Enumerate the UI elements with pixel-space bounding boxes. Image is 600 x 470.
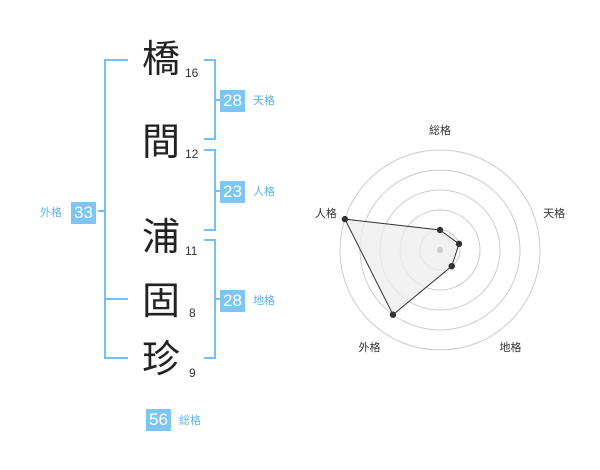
jinkaku-tick: [215, 190, 220, 192]
stroke-count-3: 11: [185, 244, 198, 258]
radar-axis-label-1: 天格: [543, 206, 565, 220]
soukaku-label: 総格: [179, 414, 201, 427]
radar-point-2: [448, 262, 455, 270]
radar-grid-ring-5: [339, 149, 541, 351]
radar-point-3: [389, 311, 397, 318]
name-char-5: 珍: [142, 337, 181, 381]
jinkaku-label: 人格: [253, 185, 275, 198]
soukaku-value: 56: [146, 409, 171, 431]
radar-point-4: [341, 215, 349, 223]
jinkaku-value: 23: [220, 181, 245, 203]
stroke-count-5: 9: [189, 366, 196, 380]
gaikaku-tick: [98, 210, 106, 212]
stroke-count-1: 16: [185, 66, 199, 80]
radar-axis-label-0: 総格: [429, 123, 451, 137]
stroke-count-4: 8: [189, 306, 196, 320]
radar-point-0: [436, 226, 444, 234]
gaikaku-label: 外格: [40, 206, 62, 219]
radar-axis-label-4: 人格: [315, 206, 337, 220]
chikaku-tick: [215, 298, 220, 300]
gaikaku-inner-tick: [104, 298, 128, 300]
name-char-4: 固: [142, 279, 181, 323]
tenkaku-label: 天格: [253, 94, 275, 107]
name-char-2: 間: [142, 120, 181, 164]
stroke-count-2: 12: [185, 147, 199, 161]
chikaku-value: 28: [220, 290, 245, 312]
name-char-1: 橋: [142, 37, 181, 81]
tenkaku-tick: [215, 99, 220, 101]
radar-series-polygon: [344, 218, 460, 316]
radar-point-1: [455, 240, 463, 248]
chikaku-label: 地格: [253, 294, 275, 307]
radar-center: [437, 247, 443, 253]
radar-axis-label-2: 地格: [500, 340, 522, 354]
gaikaku-bracket: [104, 59, 128, 359]
gaikaku-value: 33: [71, 202, 96, 224]
radar-axis-label-3: 外格: [358, 340, 380, 354]
name-char-3: 浦: [142, 215, 181, 259]
tenkaku-value: 28: [220, 90, 245, 112]
